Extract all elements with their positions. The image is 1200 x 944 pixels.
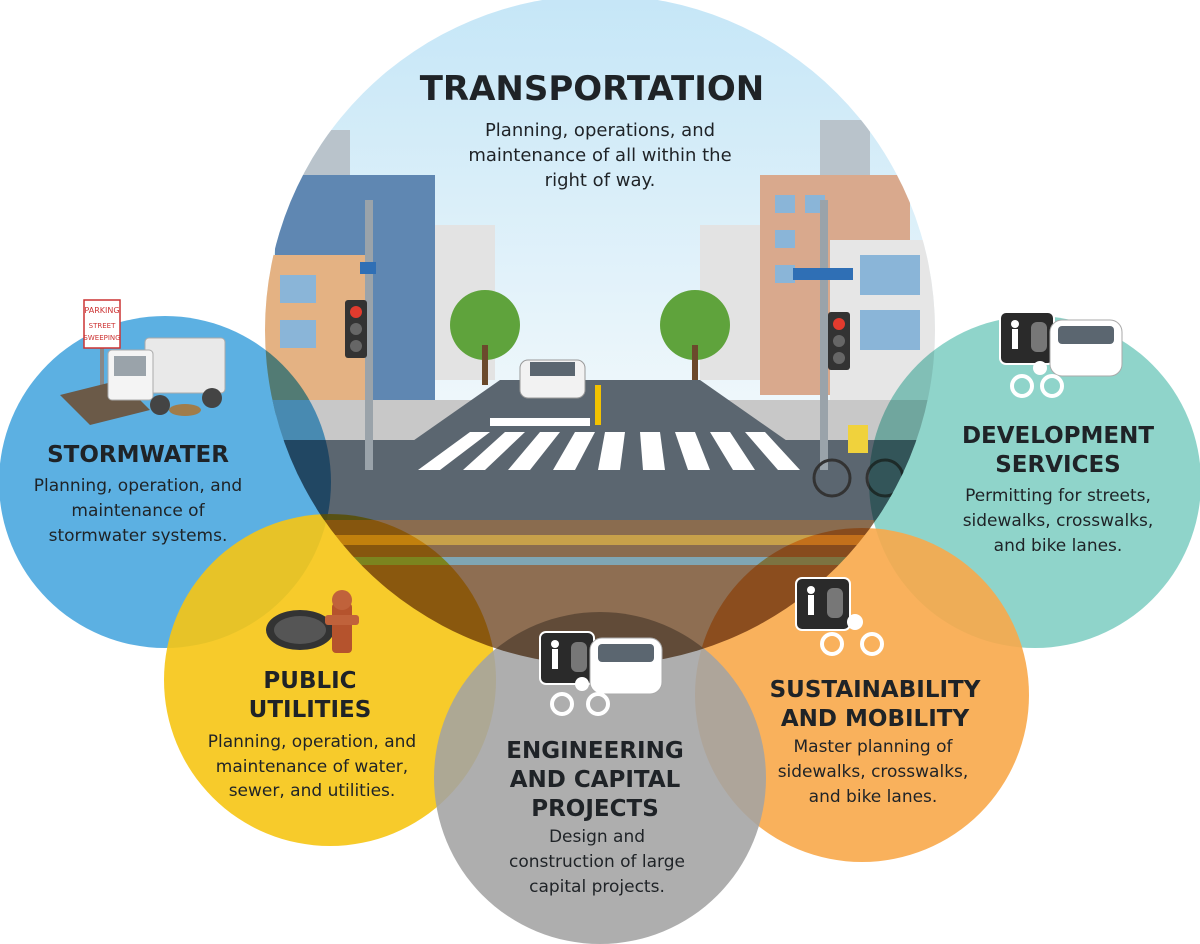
car-icon (1049, 319, 1123, 377)
manhole-icon (266, 610, 334, 650)
engineering-title: PROJECTS (531, 796, 659, 822)
sustainability-label: SUSTAINABILITY AND MOBILITY Master plann… (770, 677, 981, 807)
public-utilities-label: PUBLIC UTILITIES Planning, operation, an… (208, 668, 416, 801)
sustainability-desc: sidewalks, crosswalks, (778, 762, 969, 782)
transportation-circle (265, 0, 935, 665)
bicycle-icon (1010, 361, 1064, 398)
transportation-desc: Planning, operations, and (485, 120, 715, 141)
development-desc: and bike lanes. (994, 536, 1123, 556)
pedestrian-signal-icon (795, 577, 851, 631)
development-label: DEVELOPMENT SERVICES Permitting for stre… (962, 423, 1154, 556)
transportation-desc: right of way. (545, 170, 656, 191)
development-desc: Permitting for streets, (965, 486, 1151, 506)
stormwater-desc: maintenance of (71, 501, 205, 521)
transportation-desc: maintenance of all within the (468, 145, 731, 166)
stormwater-desc: stormwater systems. (49, 526, 228, 546)
stormwater-desc: Planning, operation, and (34, 476, 242, 496)
stormwater-label: STORMWATER Planning, operation, and main… (34, 442, 242, 546)
sign-text: PARKING (84, 306, 119, 315)
public-utilities-title: UTILITIES (249, 697, 372, 723)
fire-hydrant-icon (325, 590, 359, 653)
transportation-label: TRANSPORTATION Planning, operations, and… (420, 69, 765, 191)
engineering-desc: Design and (549, 827, 645, 847)
street-sweeper-icon: PARKING STREET SWEEPING (60, 299, 226, 425)
public-utilities-desc: Planning, operation, and (208, 732, 416, 752)
sustainability-title: AND MOBILITY (781, 706, 970, 732)
sustainability-desc: Master planning of (793, 737, 953, 757)
traffic-light-icon (345, 200, 853, 470)
development-title: DEVELOPMENT (962, 423, 1154, 449)
engineering-label: ENGINEERING AND CAPITAL PROJECTS Design … (506, 738, 685, 897)
car-icon (589, 637, 663, 695)
sustainability-title: SUSTAINABILITY (770, 677, 981, 703)
public-utilities-circle (164, 514, 496, 846)
engineering-title: ENGINEERING (506, 738, 683, 764)
development-title: SERVICES (995, 452, 1121, 478)
bicycle-icon (820, 614, 884, 656)
engineering-desc: capital projects. (529, 877, 665, 897)
car-icon (519, 359, 586, 399)
development-desc: sidewalks, crosswalks, (963, 511, 1154, 531)
sustainability-circle (695, 528, 1029, 862)
sustainability-desc: and bike lanes. (809, 787, 938, 807)
public-utilities-desc: maintenance of water, (216, 757, 408, 777)
public-utilities-title: PUBLIC (263, 668, 356, 694)
bicycle-icon (550, 677, 610, 716)
stormwater-title: STORMWATER (47, 442, 229, 468)
pedestrian-signal-icon (539, 631, 595, 685)
engineering-desc: construction of large (509, 852, 685, 872)
sign-text: SWEEPING (83, 334, 120, 342)
engineering-title: AND CAPITAL (510, 767, 681, 793)
engineering-circle (434, 612, 766, 944)
sign-text: STREET (89, 322, 116, 330)
pedestrian-signal-icon (999, 311, 1055, 365)
transportation-title: TRANSPORTATION (420, 69, 765, 109)
public-utilities-desc: sewer, and utilities. (229, 781, 396, 801)
